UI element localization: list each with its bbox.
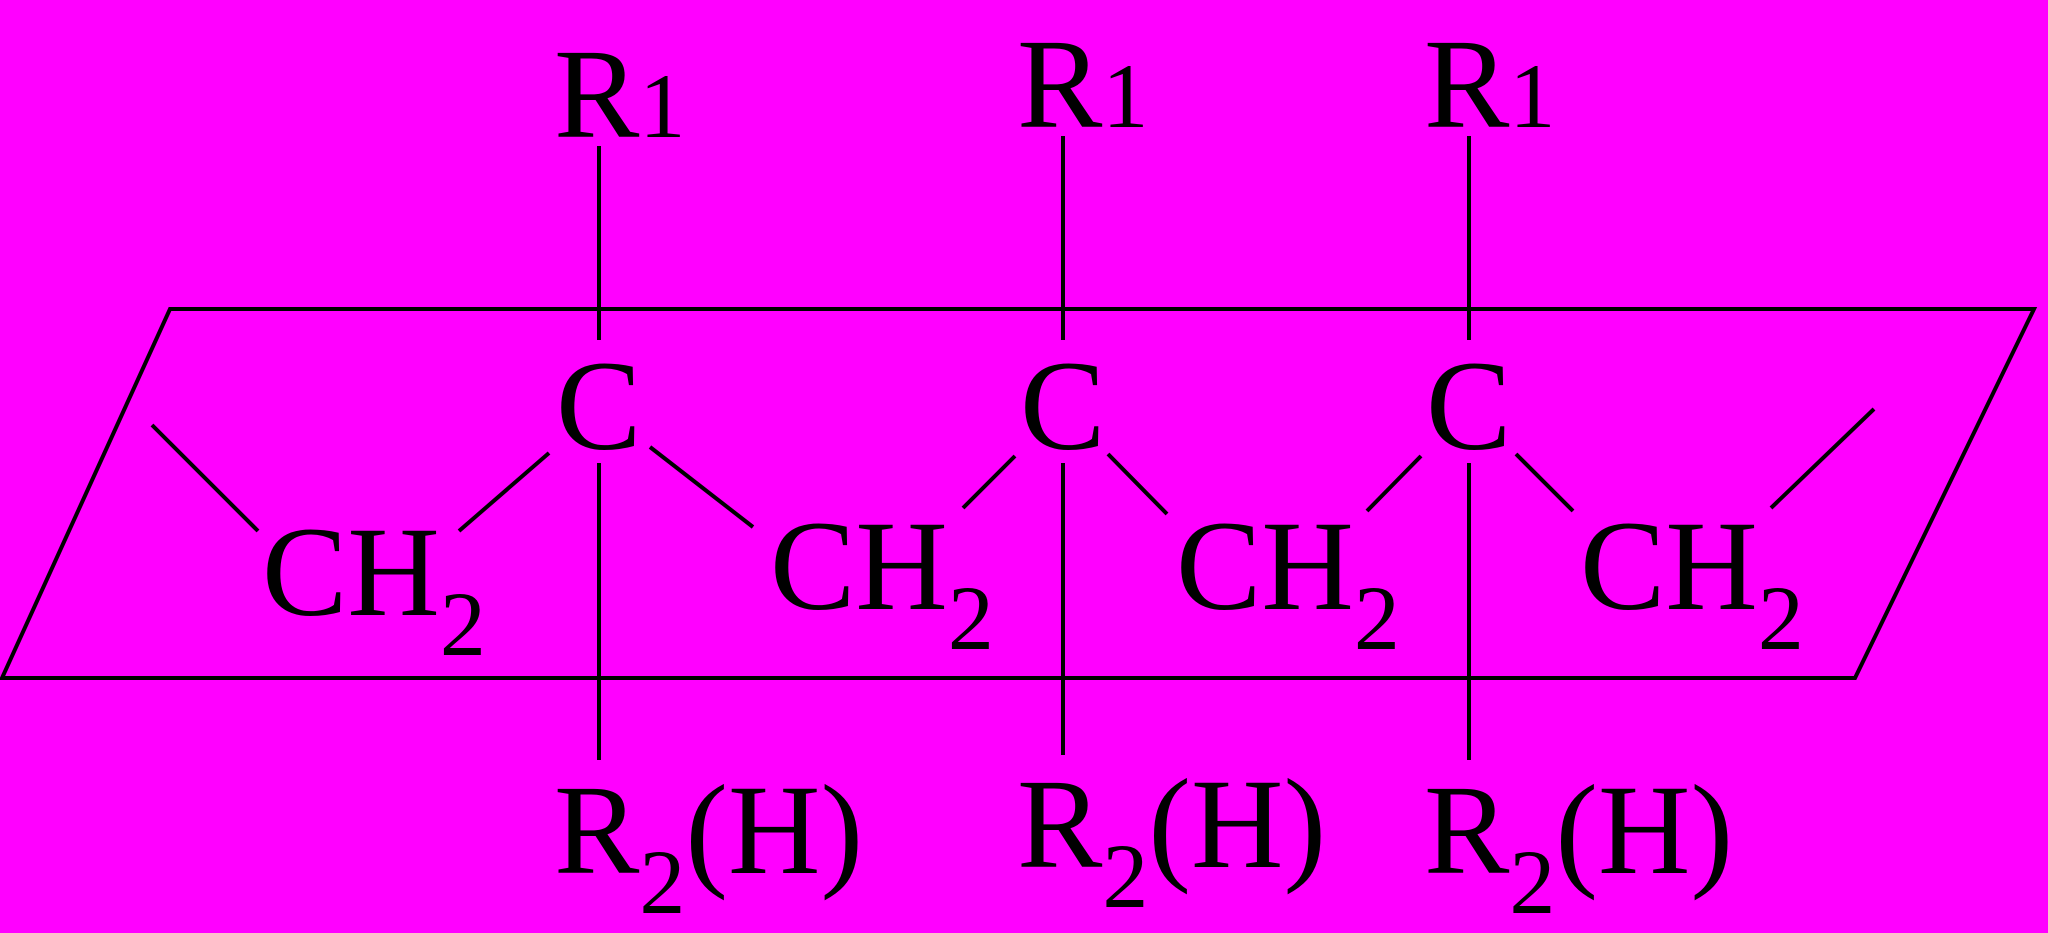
bond-c-1-ch2-2 [648,445,755,529]
bond-c-2-ch2-3 [1106,452,1169,516]
r2-label-3: R2(H) [1424,759,1734,933]
carbon-label-1: C [556,335,642,477]
bond-ch2-2-c-2 [961,454,1017,510]
bond-ch2-1-c-1 [457,451,551,533]
bond-c-3-ch2-4 [1514,452,1575,513]
ch2-label-2: CH2 [770,495,994,669]
backbone-plane [0,307,2038,680]
ch2-label-1: CH2 [262,501,486,675]
r1-label-1: R1 [554,23,686,165]
ch2-label-3: CH2 [1176,495,1400,669]
carbon-label-2: C [1020,335,1106,477]
r2-label-2: R2(H) [1017,753,1327,927]
bond-end-left [150,423,260,533]
r1-label-2: R1 [1017,13,1149,155]
r2-label-1: R2(H) [554,759,864,933]
ch2-label-4: CH2 [1580,495,1804,669]
bond-end-right [1769,407,1876,510]
carbon-label-3: C [1426,335,1512,477]
r1-label-3: R1 [1424,13,1556,155]
bond-ch2-3-c-3 [1365,454,1423,513]
